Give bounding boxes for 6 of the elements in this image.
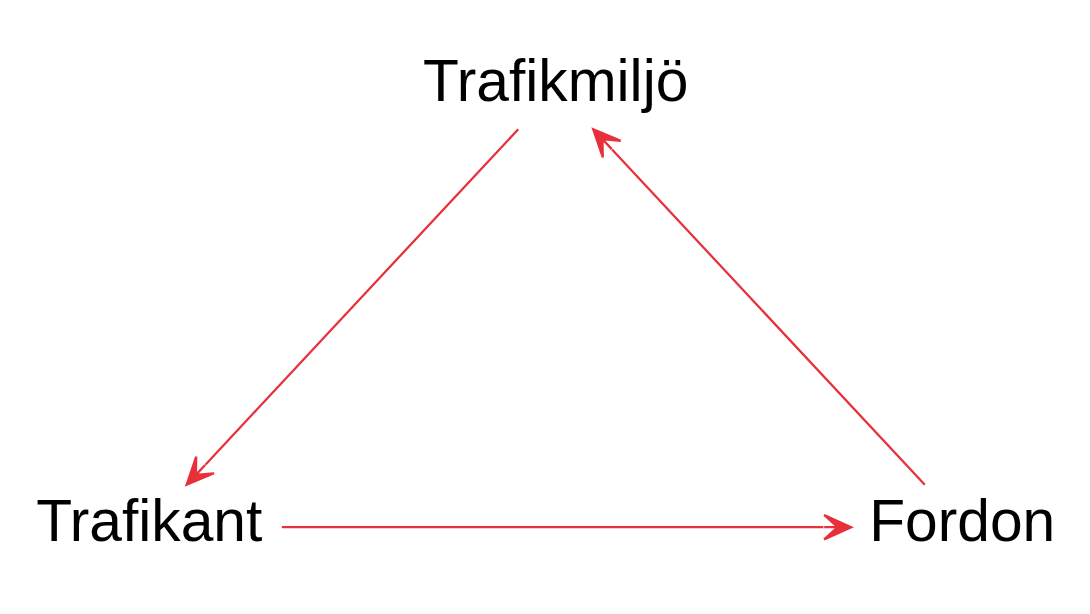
node-text: Fordon [869, 488, 1056, 554]
node-text: Trafikant [36, 488, 263, 554]
node-text: Trafikmiljö [423, 48, 689, 114]
arrow [281, 513, 853, 541]
arrow [592, 128, 926, 486]
arrow [185, 128, 520, 486]
